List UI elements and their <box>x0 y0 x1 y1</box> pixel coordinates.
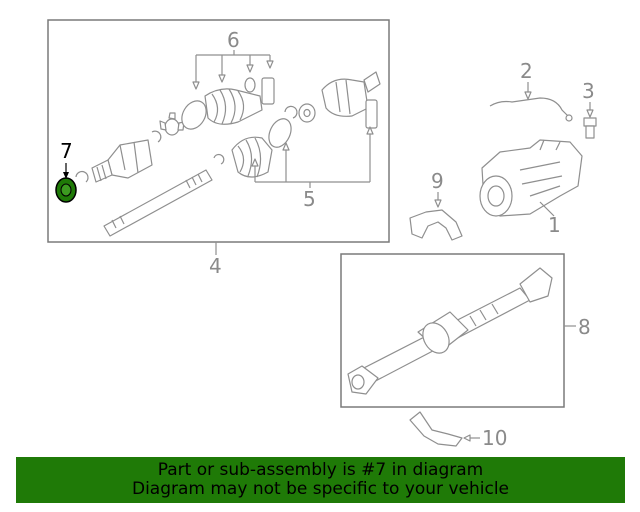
part-10-bracket <box>409 411 463 447</box>
info-banner: Part or sub-assembly is #7 in diagram Di… <box>16 457 625 503</box>
inner-sleeve <box>365 99 378 129</box>
label-10: 10 <box>482 426 507 450</box>
inner-boot-clamp <box>268 118 292 148</box>
snap-ring <box>75 171 89 183</box>
label-2: 2 <box>520 59 533 83</box>
inner-spider <box>298 103 316 123</box>
part-1-differential <box>479 139 583 217</box>
circlip <box>151 130 162 143</box>
label-1: 1 <box>548 213 561 237</box>
label-4: 4 <box>209 254 222 278</box>
part-2-hose <box>489 97 569 117</box>
label-7: 7 <box>60 139 73 163</box>
boot-clamp-ring <box>181 100 207 130</box>
propeller-shaft-box <box>340 253 565 408</box>
label-8: 8 <box>578 315 591 339</box>
part-9-bracket <box>409 209 463 241</box>
small-clamp <box>244 77 256 93</box>
banner-line-1: Part or sub-assembly is #7 in diagram <box>157 460 484 480</box>
outer-boot <box>204 88 263 125</box>
label-5: 5 <box>303 187 316 211</box>
part-8-propeller-shaft <box>347 267 553 395</box>
part-7-seal <box>55 177 77 203</box>
outer-cv-joint <box>91 139 153 183</box>
label-3: 3 <box>582 79 595 103</box>
tripod-spider <box>159 112 185 136</box>
part-3-breather <box>583 117 597 139</box>
axle-assembly-box <box>47 19 390 243</box>
axle-shaft <box>103 169 213 237</box>
inner-cv-joint <box>321 71 381 117</box>
shaft-clip <box>213 154 225 165</box>
banner-line-2: Diagram may not be specific to your vehi… <box>131 479 509 499</box>
parts-diagram: 4 6 7 <box>47 19 597 450</box>
label-6: 6 <box>227 28 240 52</box>
label-9: 9 <box>431 169 444 193</box>
inner-boot <box>231 136 273 178</box>
clamp-sleeve <box>261 77 275 105</box>
inner-circlip <box>284 105 298 119</box>
